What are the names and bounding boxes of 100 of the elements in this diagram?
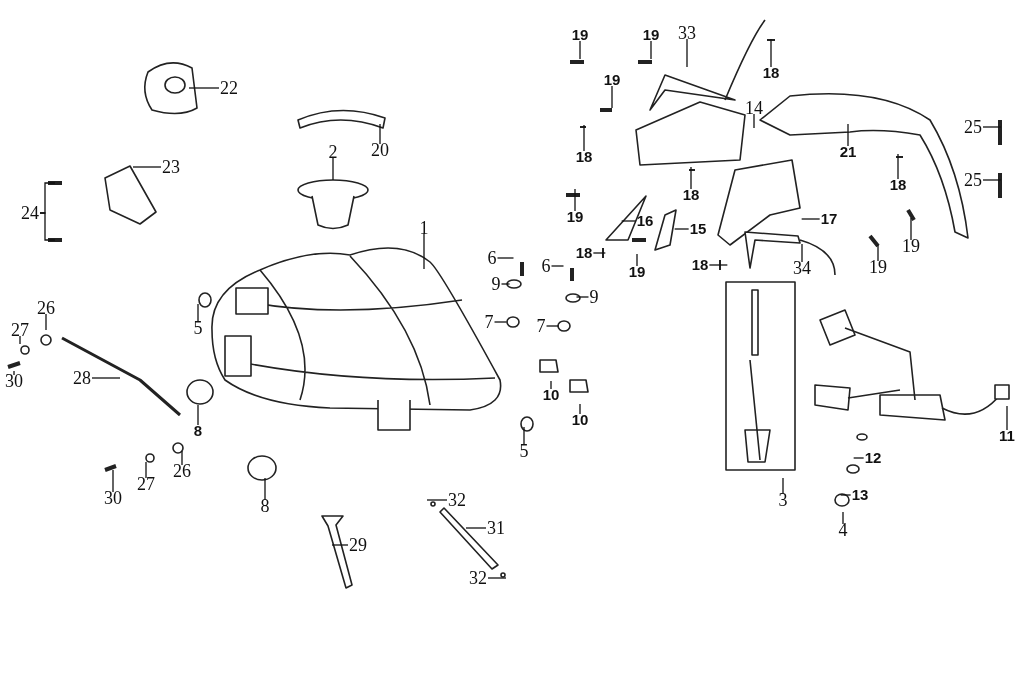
leader-line bbox=[579, 403, 581, 415]
callout-number: 16 bbox=[636, 213, 654, 229]
leader-line bbox=[197, 404, 199, 426]
leader-line bbox=[674, 228, 690, 230]
callout-number: 9 bbox=[589, 289, 599, 305]
callout-number: 32 bbox=[469, 570, 487, 586]
callout-number: 18 bbox=[762, 65, 780, 81]
leader-line bbox=[847, 123, 849, 147]
callout-number: 6 bbox=[487, 250, 497, 266]
leader-line bbox=[132, 166, 162, 168]
callout-number: 19 bbox=[571, 27, 589, 43]
callout-number: 19 bbox=[566, 209, 584, 225]
callout-number: 19 bbox=[628, 264, 646, 280]
callout-number: 2 bbox=[328, 144, 338, 160]
callout-number: 21 bbox=[839, 144, 857, 160]
callout-number: 6 bbox=[541, 258, 551, 274]
callout-number: 34 bbox=[793, 260, 811, 276]
leader-line bbox=[686, 38, 688, 68]
leader-line bbox=[840, 494, 852, 496]
callout-number: 18 bbox=[575, 245, 593, 261]
callout-number: 28 bbox=[73, 370, 91, 386]
callout-number: 19 bbox=[869, 259, 887, 275]
leader-line bbox=[379, 123, 381, 145]
callout-number: 24 bbox=[21, 205, 39, 221]
callout-number: 11 bbox=[999, 428, 1015, 444]
leader-line bbox=[592, 252, 606, 254]
callout-number: 31 bbox=[487, 520, 505, 536]
leader-line bbox=[982, 179, 1002, 181]
leader-line bbox=[1006, 405, 1008, 431]
callout-number: 12 bbox=[864, 450, 882, 466]
callout-number: 7 bbox=[536, 318, 546, 334]
callout-number: 19 bbox=[603, 72, 621, 88]
callout-number: 10 bbox=[571, 412, 589, 428]
leader-line bbox=[465, 527, 487, 529]
leader-line bbox=[801, 218, 821, 220]
leader-line bbox=[550, 380, 552, 390]
leader-line bbox=[331, 544, 349, 546]
callout-number: 17 bbox=[820, 211, 838, 227]
leader-line bbox=[181, 450, 183, 466]
leader-line bbox=[91, 377, 121, 379]
leader-line bbox=[45, 313, 47, 331]
leader-line bbox=[897, 153, 899, 180]
callout-number: 25 bbox=[964, 119, 982, 135]
leader-line bbox=[423, 233, 425, 270]
callout-number: 18 bbox=[889, 177, 907, 193]
callout-number: 13 bbox=[851, 487, 869, 503]
callout-number: 8 bbox=[260, 498, 270, 514]
callout-number: 10 bbox=[542, 387, 560, 403]
leader-line bbox=[583, 124, 585, 152]
leader-line bbox=[145, 461, 147, 479]
callout-number: 5 bbox=[519, 443, 529, 459]
leader-line bbox=[842, 511, 844, 525]
leader-line bbox=[753, 113, 755, 129]
leader-line bbox=[708, 264, 728, 266]
callout-number: 19 bbox=[902, 238, 920, 254]
leader-line bbox=[877, 244, 879, 262]
callout-number: 25 bbox=[964, 172, 982, 188]
leader-line bbox=[523, 426, 525, 446]
callout-number: 18 bbox=[682, 187, 700, 203]
callout-number: 3 bbox=[778, 492, 788, 508]
leader-line bbox=[545, 325, 560, 327]
leader-line bbox=[621, 220, 637, 222]
leader-line bbox=[910, 217, 912, 241]
callout-number: 18 bbox=[575, 149, 593, 165]
callout-number: 27 bbox=[137, 476, 155, 492]
leader-line bbox=[197, 303, 199, 323]
leader-line bbox=[493, 321, 508, 323]
leader-line bbox=[801, 243, 803, 263]
callout-number: 19 bbox=[642, 27, 660, 43]
leader-line bbox=[13, 370, 15, 376]
leader-line bbox=[264, 477, 266, 501]
callout-number: 20 bbox=[371, 142, 389, 158]
callout-number: 33 bbox=[678, 25, 696, 41]
leader-line bbox=[39, 212, 56, 241]
leader-line bbox=[487, 577, 507, 579]
callout-number: 26 bbox=[37, 300, 55, 316]
callout-number: 9 bbox=[491, 276, 501, 292]
leader-line bbox=[982, 126, 1002, 128]
callout-number: 30 bbox=[5, 373, 23, 389]
leader-line bbox=[550, 265, 565, 267]
callout-number: 22 bbox=[220, 80, 238, 96]
callout-number: 26 bbox=[173, 463, 191, 479]
leader-line bbox=[188, 87, 220, 89]
callout-number: 5 bbox=[193, 320, 203, 336]
leader-line bbox=[426, 499, 448, 501]
callout-number: 29 bbox=[349, 537, 367, 553]
leader-line bbox=[112, 469, 114, 493]
leader-line bbox=[575, 296, 590, 298]
callout-number: 8 bbox=[193, 423, 203, 439]
callout-number: 27 bbox=[11, 322, 29, 338]
leader-line bbox=[636, 253, 638, 267]
leader-line bbox=[579, 40, 581, 60]
leader-line bbox=[770, 38, 772, 68]
callout-number: 18 bbox=[691, 257, 709, 273]
leader-line bbox=[496, 257, 515, 259]
callout-number: 14 bbox=[745, 100, 763, 116]
callout-number: 32 bbox=[448, 492, 466, 508]
callout-number: 1 bbox=[419, 220, 429, 236]
callout-number: 15 bbox=[689, 221, 707, 237]
callout-number: 7 bbox=[484, 314, 494, 330]
